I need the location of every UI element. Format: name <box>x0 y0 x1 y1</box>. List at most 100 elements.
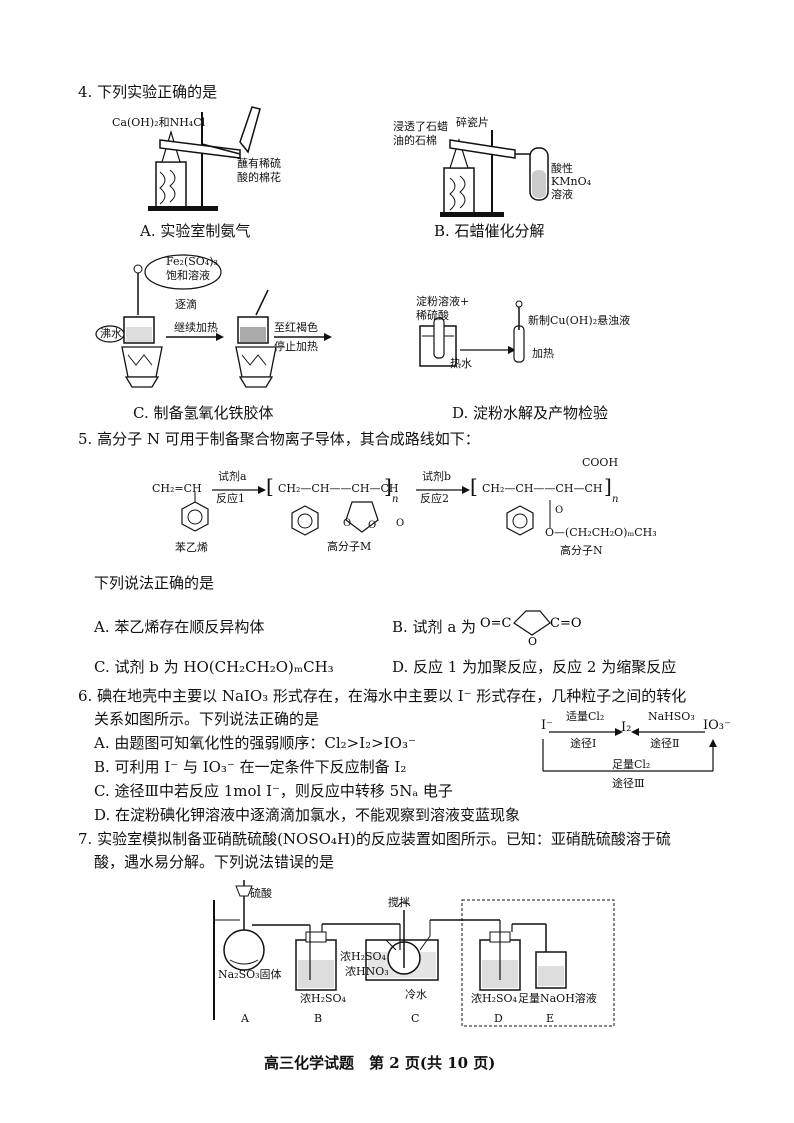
q7-label-mix-hno3: 浓HNO₃ <box>345 965 389 978</box>
svg-text:O=C: O=C <box>480 616 512 631</box>
q4-caption-d: D. 淀粉水解及产物检验 <box>452 404 609 422</box>
apparatus-c-label-dropwise: 逐滴 <box>175 298 197 311</box>
scheme-benzene-ring-1 <box>181 492 209 532</box>
apparatus-d-label-heating: 加热 <box>532 347 554 360</box>
q5-option-d: D. 反应 1 为加聚反应，反应 2 为缩聚反应 <box>392 658 677 676</box>
q6-option-b: B. 可利用 I⁻ 与 IO₃⁻ 在一定条件下反应制备 I₂ <box>94 758 407 776</box>
scheme-chain-n: CH₂—CH——CH—CH <box>482 482 603 495</box>
diagram-i2: I₂ <box>621 720 632 735</box>
apparatus-b-label-kmno4: KMnO₄ <box>551 175 591 188</box>
apparatus-d-label-cuoh2: 新制Cu(OH)₂悬浊液 <box>528 314 631 327</box>
q5-option-b-anhydride-structure: O=C C=O O <box>480 610 582 648</box>
scheme-o-ring-m: O <box>368 520 377 531</box>
scheme-chain-m: CH₂—CH——CH—CH <box>278 482 399 495</box>
scheme-o-right-m: O <box>396 518 405 529</box>
scheme-reaction-1: 反应1 <box>216 492 245 505</box>
q6-option-a: A. 由题图可知氧化性的强弱顺序：Cl₂>I₂>IO₃⁻ <box>94 734 416 752</box>
scheme-reagent-b: 试剂b <box>422 470 452 483</box>
apparatus-c-label-boiling-water: 沸水 <box>100 327 122 340</box>
q7-label-cold-water: 冷水 <box>405 988 427 1001</box>
scheme-styrene-name: 苯乙烯 <box>175 541 208 554</box>
q7-label-B: B <box>314 1012 323 1025</box>
scheme-ring-n <box>506 500 551 536</box>
svg-text:C=O: C=O <box>550 616 582 631</box>
q7-label-D: D <box>494 1012 503 1025</box>
diagram-i-minus: I⁻ <box>541 718 553 733</box>
diagram-nahso3: NaHSO₃ <box>648 710 695 723</box>
scheme-arrow-2 <box>416 486 470 494</box>
q7-label-E: E <box>546 1012 555 1025</box>
scheme-subscript-n-m: n <box>392 494 399 505</box>
apparatus-a-figure <box>148 106 261 211</box>
scheme-bracket-right-n: ] <box>604 474 612 498</box>
apparatus-d-label-hot-water: 热水 <box>450 357 472 370</box>
q6-option-c: C. 途径Ⅲ中若反应 1mol I⁻，则反应中转移 5Nₐ 电子 <box>94 782 453 800</box>
apparatus-c-label-heat: 继续加热 <box>174 321 218 334</box>
apparatus-a-label-cotton1: 蘸有稀硫 <box>237 157 281 170</box>
scheme-polymer-m-name: 高分子M <box>327 540 372 553</box>
apparatus-b-label-asbestos1: 浸透了石蜡 <box>393 120 448 133</box>
diagram-cl2-excess: 足量Cl₂ <box>612 758 651 771</box>
q7-label-h2so4-b: 浓H₂SO₄ <box>300 992 346 1005</box>
apparatus-a-label-cotton2: 酸的棉花 <box>237 171 281 184</box>
q7-apparatus-figure <box>213 880 615 1027</box>
apparatus-c-label-redbrown: 至红褐色 <box>274 321 318 334</box>
apparatus-d-label-starch: 淀粉溶液+ <box>416 295 470 308</box>
apparatus-b-label-solution: 溶液 <box>551 188 573 201</box>
q7-stem-line1: 7. 实验室模拟制备亚硝酰硫酸(NOSO₄H)的反应装置如图所示。已知：亚硝酰硫… <box>78 830 671 848</box>
apparatus-c-label-fe2so43: Fe₂(SO₄)₃ <box>166 255 218 268</box>
scheme-bracket-left-m: [ <box>266 474 274 498</box>
scheme-bracket-right-m: ] <box>384 474 392 498</box>
q7-label-na2so3: Na₂SO₃固体 <box>218 968 282 981</box>
apparatus-d-figure <box>419 300 525 367</box>
page-footer: 高三化学试题 第 2 页(共 10 页) <box>264 1054 496 1072</box>
svg-text:O: O <box>528 635 537 648</box>
q7-label-naoh: 足量NaOH溶液 <box>518 992 597 1005</box>
apparatus-d-label-acid: 稀硫酸 <box>416 309 449 322</box>
q7-label-stir: 搅拌 <box>388 896 410 909</box>
scheme-ester-chain: O—(CH₂CH₂O)ₘCH₃ <box>545 526 657 539</box>
scheme-arrow-1 <box>212 486 266 494</box>
q7-label-mix-h2so4: 浓H₂SO₄ <box>340 950 386 963</box>
scheme-o-carbonyl-n: O <box>555 505 564 516</box>
q5-option-b: B. 试剂 a 为 <box>392 618 477 636</box>
diagram-cl2-small: 适量Cl₂ <box>566 710 605 723</box>
scheme-bracket-left-n: [ <box>470 474 478 498</box>
scheme-o-left-m: O <box>343 518 352 529</box>
q4-stem: 4. 下列实验正确的是 <box>78 83 218 101</box>
scheme-reaction-2: 反应2 <box>420 492 449 505</box>
apparatus-c-label-stop: 停止加热 <box>274 340 318 353</box>
scheme-subscript-n-n: n <box>612 494 619 505</box>
diagram-path1: 途径Ⅰ <box>570 737 597 750</box>
apparatus-a-label-reagent: Ca(OH)₂和NH₄Cl <box>112 116 206 129</box>
scheme-reagent-a: 试剂a <box>218 470 247 483</box>
apparatus-c-label-saturated: 饱和溶液 <box>166 269 210 282</box>
q4-caption-c: C. 制备氢氧化铁胶体 <box>133 404 274 422</box>
q6-stem-line1: 6. 碘在地壳中主要以 NaIO₃ 形式存在，在海水中主要以 I⁻ 形式存在，几… <box>78 687 687 705</box>
apparatus-b-label-acidic: 酸性 <box>551 162 573 175</box>
q7-label-C: C <box>411 1012 420 1025</box>
q5-prompt: 下列说法正确的是 <box>94 574 215 592</box>
iodine-conversion-arrows <box>542 728 717 772</box>
scheme-polymer-n-name: 高分子N <box>560 544 603 557</box>
q7-stem-line2: 酸，遇水易分解。下列说法错误的是 <box>94 853 335 871</box>
q5-stem: 5. 高分子 N 可用于制备聚合物离子导体，其合成路线如下： <box>78 430 480 448</box>
scheme-cooh: COOH <box>582 456 619 469</box>
scheme-ring-m <box>291 501 379 536</box>
q6-option-d: D. 在淀粉碘化钾溶液中逐滴滴加氯水，不能观察到溶液变蓝现象 <box>94 806 521 824</box>
diagram-io3: IO₃⁻ <box>703 718 731 733</box>
q5-option-c: C. 试剂 b 为 HO(CH₂CH₂O)ₘCH₃ <box>94 658 334 676</box>
apparatus-b-figure <box>440 130 549 217</box>
q7-label-h2so4: 硫酸 <box>250 887 272 900</box>
apparatus-b-label-porcelain: 碎瓷片 <box>456 116 489 129</box>
q7-label-h2so4-d: 浓H₂SO₄ <box>471 992 517 1005</box>
q7-label-A: A <box>241 1012 249 1025</box>
apparatus-c-figure <box>95 254 332 388</box>
apparatus-b-label-asbestos2: 油的石棉 <box>393 134 437 147</box>
diagram-path2: 途径Ⅱ <box>650 737 680 750</box>
q4-caption-b: B. 石蜡催化分解 <box>434 222 545 240</box>
scheme-styrene-formula: CH₂=CH <box>152 482 202 495</box>
q6-stem-line2: 关系如图所示。下列说法正确的是 <box>94 710 320 728</box>
q4-caption-a: A. 实验室制氨气 <box>140 222 251 240</box>
q5-option-a: A. 苯乙烯存在顺反异构体 <box>94 618 265 636</box>
